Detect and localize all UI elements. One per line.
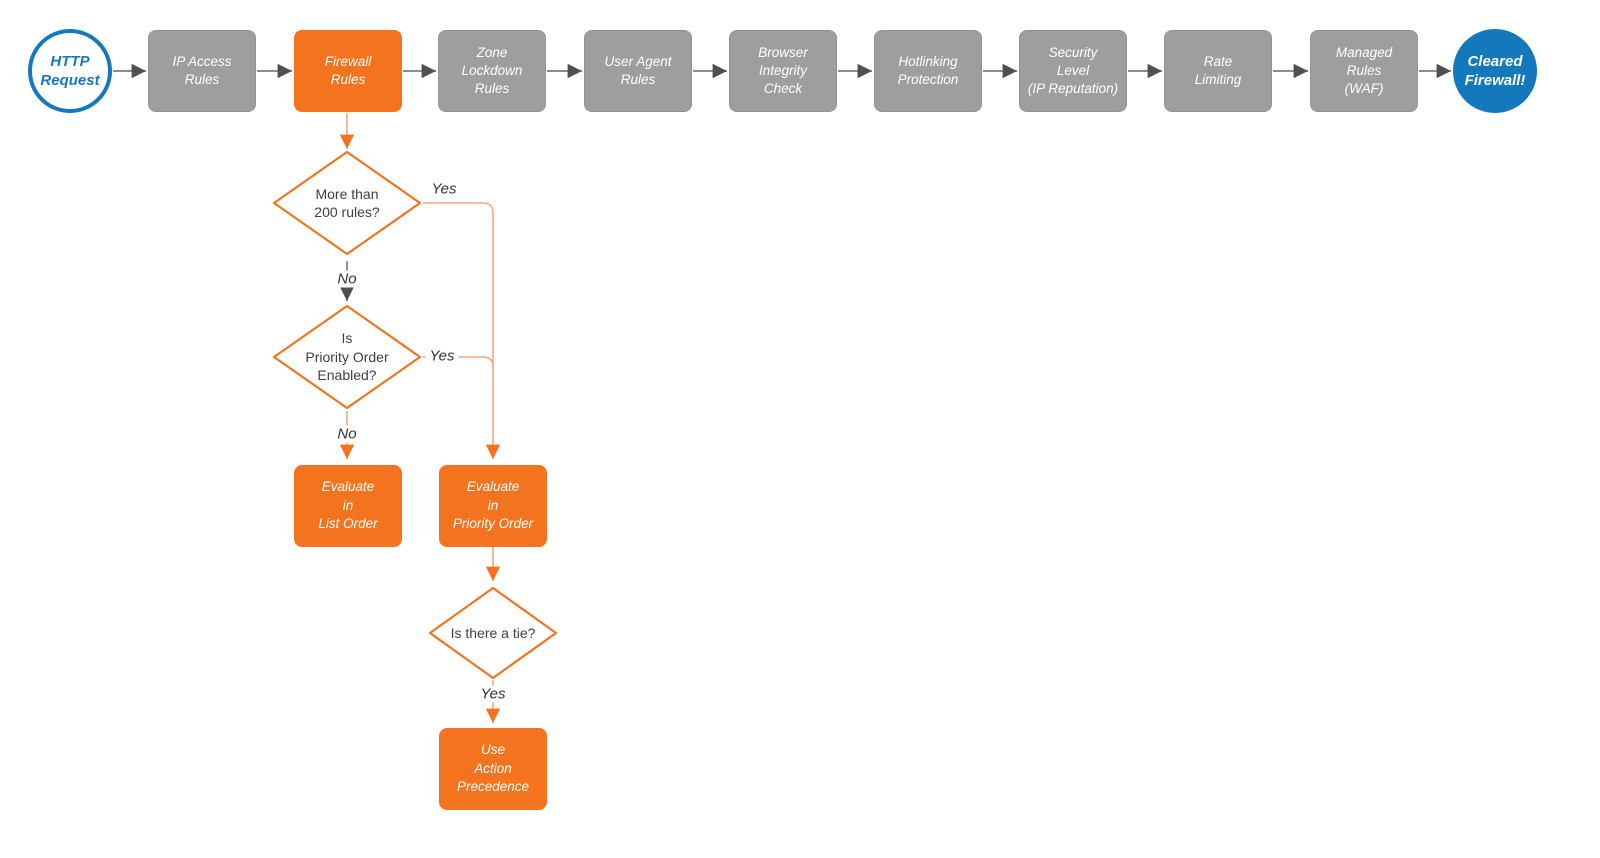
decision-more-than-200-rules: More than 200 rules? <box>272 150 422 256</box>
start-node-http-request: HTTP Request <box>28 29 112 113</box>
start-node-label: HTTP Request <box>40 52 100 90</box>
connector-decision1-yes <box>423 202 501 459</box>
result-evaluate-in-list-order: Evaluate in List Order <box>294 465 402 547</box>
result-evaluate-in-priority-order: Evaluate in Priority Order <box>439 465 547 547</box>
edge-label-no-decision2: No <box>333 425 361 443</box>
stage-label: Browser Integrity Check <box>758 45 808 96</box>
stage-label: Security Level (IP Reputation) <box>1027 45 1119 96</box>
end-node-cleared-firewall: Cleared Firewall! <box>1453 29 1537 113</box>
stage-label: Hotlinking Protection <box>897 54 959 87</box>
stage-label: IP Access Rules <box>172 54 232 87</box>
edge-label-no-decision1: No <box>333 270 361 288</box>
edge-label-yes-decision2: Yes <box>425 347 459 365</box>
stage-firewall-rules: Firewall Rules <box>294 30 402 112</box>
stage-security-level-ip-reputation: Security Level (IP Reputation) <box>1019 30 1127 112</box>
stage-ip-access-rules: IP Access Rules <box>148 30 256 112</box>
result-label: Evaluate in Priority Order <box>452 479 534 532</box>
stage-user-agent-rules: User Agent Rules <box>584 30 692 112</box>
stage-label: Firewall Rules <box>324 54 372 87</box>
stage-label: Managed Rules (WAF) <box>1335 45 1393 96</box>
stage-label: Zone Lockdown Rules <box>461 45 523 96</box>
stage-browser-integrity-check: Browser Integrity Check <box>729 30 837 112</box>
decision-label: More than 200 rules? <box>314 185 380 220</box>
stage-rate-limiting: Rate Limiting <box>1164 30 1272 112</box>
decision-label: Is Priority Order Enabled? <box>305 330 389 384</box>
decision-label: Is there a tie? <box>450 624 536 641</box>
stage-managed-rules-waf: Managed Rules (WAF) <box>1310 30 1418 112</box>
edge-label-yes-decision1: Yes <box>427 180 461 198</box>
result-label: Use Action Precedence <box>456 742 530 795</box>
diamond-shape <box>272 150 422 256</box>
decision-priority-order-enabled: Is Priority Order Enabled? <box>272 304 422 410</box>
diamond-shape <box>428 586 558 680</box>
stage-label: Rate Limiting <box>1194 54 1242 87</box>
stage-label: User Agent Rules <box>604 54 672 87</box>
end-node-label: Cleared Firewall! <box>1464 52 1526 90</box>
stage-zone-lockdown-rules: Zone Lockdown Rules <box>438 30 546 112</box>
stage-hotlinking-protection: Hotlinking Protection <box>874 30 982 112</box>
result-use-action-precedence: Use Action Precedence <box>439 728 547 810</box>
edge-label-yes-decision3: Yes <box>476 685 510 703</box>
diamond-shape <box>272 304 422 410</box>
result-label: Evaluate in List Order <box>318 479 378 532</box>
decision-is-there-a-tie: Is there a tie? <box>428 586 558 680</box>
